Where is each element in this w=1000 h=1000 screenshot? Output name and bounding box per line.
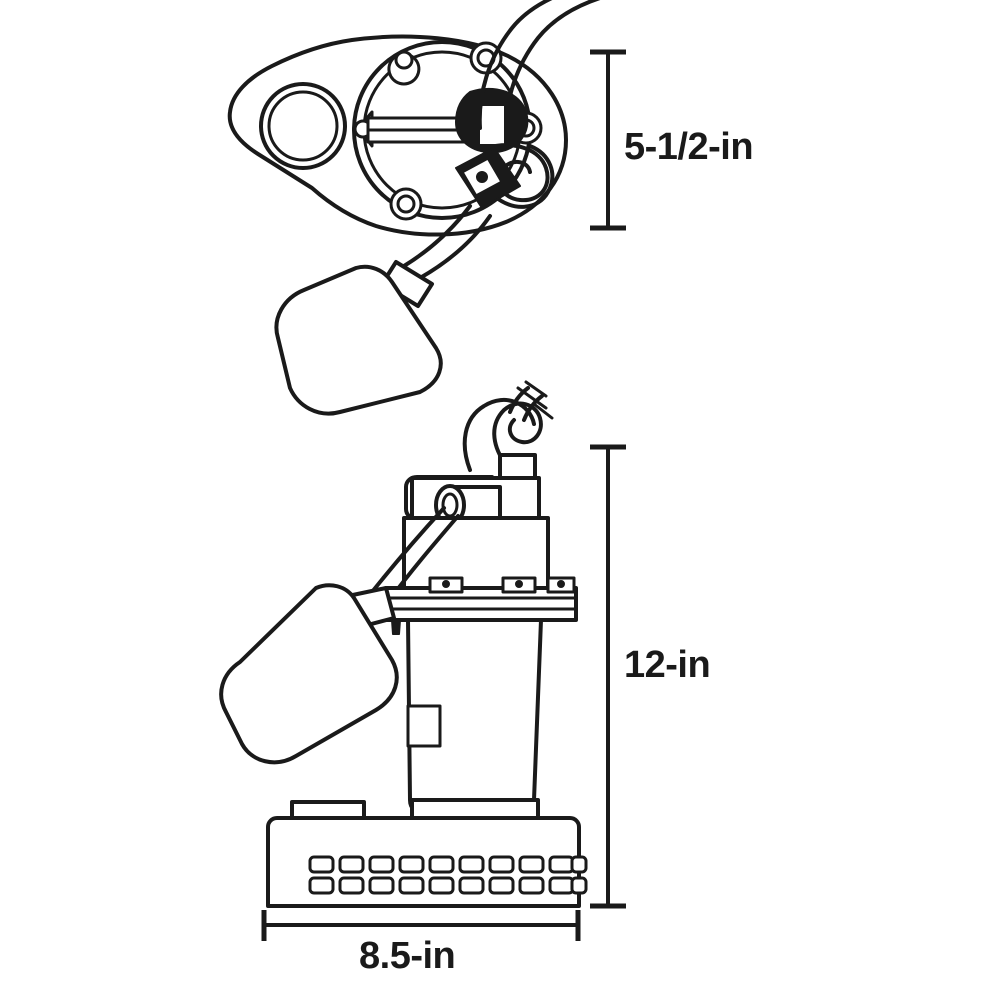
clamp-block [501, 576, 537, 594]
clamp-block [428, 576, 464, 594]
dimension-width-bottom [261, 910, 581, 941]
side-view-power-cord-upper-edge [522, 394, 544, 422]
clamp-block [546, 576, 576, 594]
intake-slot [488, 876, 515, 895]
top-view-cable-clamp [455, 147, 521, 209]
top-view-float-cable-edge [418, 214, 492, 280]
side-view-nameplate [406, 704, 442, 748]
top-view-power-cord-edge [504, 0, 601, 130]
dimension-label-width-bottom: 8.5-in [359, 935, 456, 977]
side-view-group [219, 380, 588, 908]
top-view-float-cable-loop [484, 143, 550, 203]
intake-slot [518, 876, 545, 895]
intake-slot [488, 855, 515, 874]
top-view-discharge-opening-inner [267, 90, 339, 162]
intake-slot [548, 876, 575, 895]
intake-slot [308, 876, 335, 895]
top-view-group [227, 0, 601, 416]
intake-slot [308, 855, 335, 874]
side-view-cable-passthrough [434, 484, 502, 526]
clamp-tab [391, 619, 401, 635]
intake-slot [368, 876, 395, 895]
intake-slot [338, 855, 365, 874]
top-view-float-switch-body [274, 264, 443, 416]
side-view-power-cord [492, 401, 543, 464]
intake-slot [428, 876, 455, 895]
intake-slot [518, 855, 545, 874]
bolt-boss [389, 187, 423, 221]
intake-slot [398, 855, 425, 874]
intake-slot [548, 855, 575, 874]
dimension-height-bottom [590, 444, 626, 909]
base-intake-slot-row [308, 876, 588, 895]
dimension-label-height-top: 5-1/2-in [624, 126, 754, 168]
intake-slot [428, 855, 455, 874]
side-view-cord-break-symbol [516, 380, 554, 420]
intake-slot [338, 876, 365, 895]
dimension-height-top [590, 49, 626, 231]
intake-slot [570, 855, 588, 874]
intake-slot [458, 855, 485, 874]
side-view-float-switch-body [219, 583, 399, 765]
intake-slot [368, 855, 395, 874]
intake-slot [570, 876, 588, 895]
intake-slot [398, 876, 425, 895]
intake-slot [458, 876, 485, 895]
top-view-float-cable-loop-outer [492, 144, 555, 209]
top-view-float-cable [402, 204, 472, 268]
side-view-power-cord-loop-outer [462, 398, 536, 472]
bolt-boss [387, 50, 421, 86]
bolt-boss [469, 41, 503, 75]
side-view-float-cable [370, 506, 446, 594]
dimension-label-height-bottom: 12-in [624, 644, 711, 686]
top-view-cord-grommet-bore [476, 102, 508, 148]
base-intake-slot-row [308, 855, 588, 874]
side-view-power-cord-upper [508, 386, 530, 414]
top-view-power-cord [477, 0, 553, 130]
